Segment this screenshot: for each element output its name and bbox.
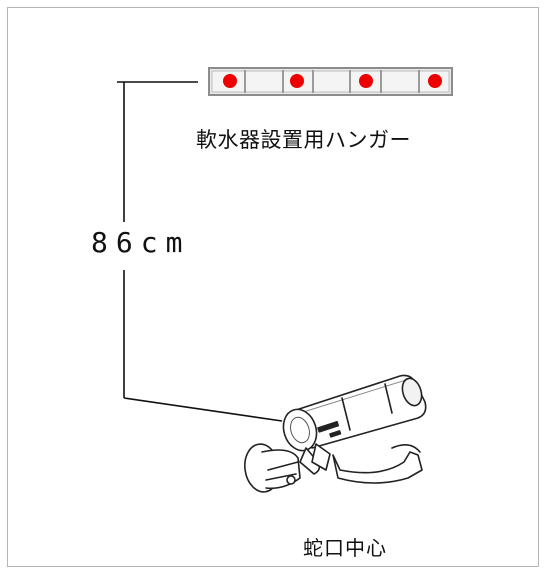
hanger-hole bbox=[290, 74, 304, 88]
faucet-center-label: 蛇口中心 bbox=[303, 536, 387, 560]
hanger-label: 軟水器設置用ハンガー bbox=[196, 128, 411, 152]
dimension-line bbox=[117, 81, 283, 422]
hanger-hole bbox=[223, 74, 237, 88]
hanger-rail bbox=[208, 67, 453, 96]
hanger-hole bbox=[359, 74, 373, 88]
wall-faucet-icon bbox=[244, 374, 427, 493]
distance-label: 86cm bbox=[89, 226, 193, 259]
hanger-hole bbox=[428, 74, 442, 88]
